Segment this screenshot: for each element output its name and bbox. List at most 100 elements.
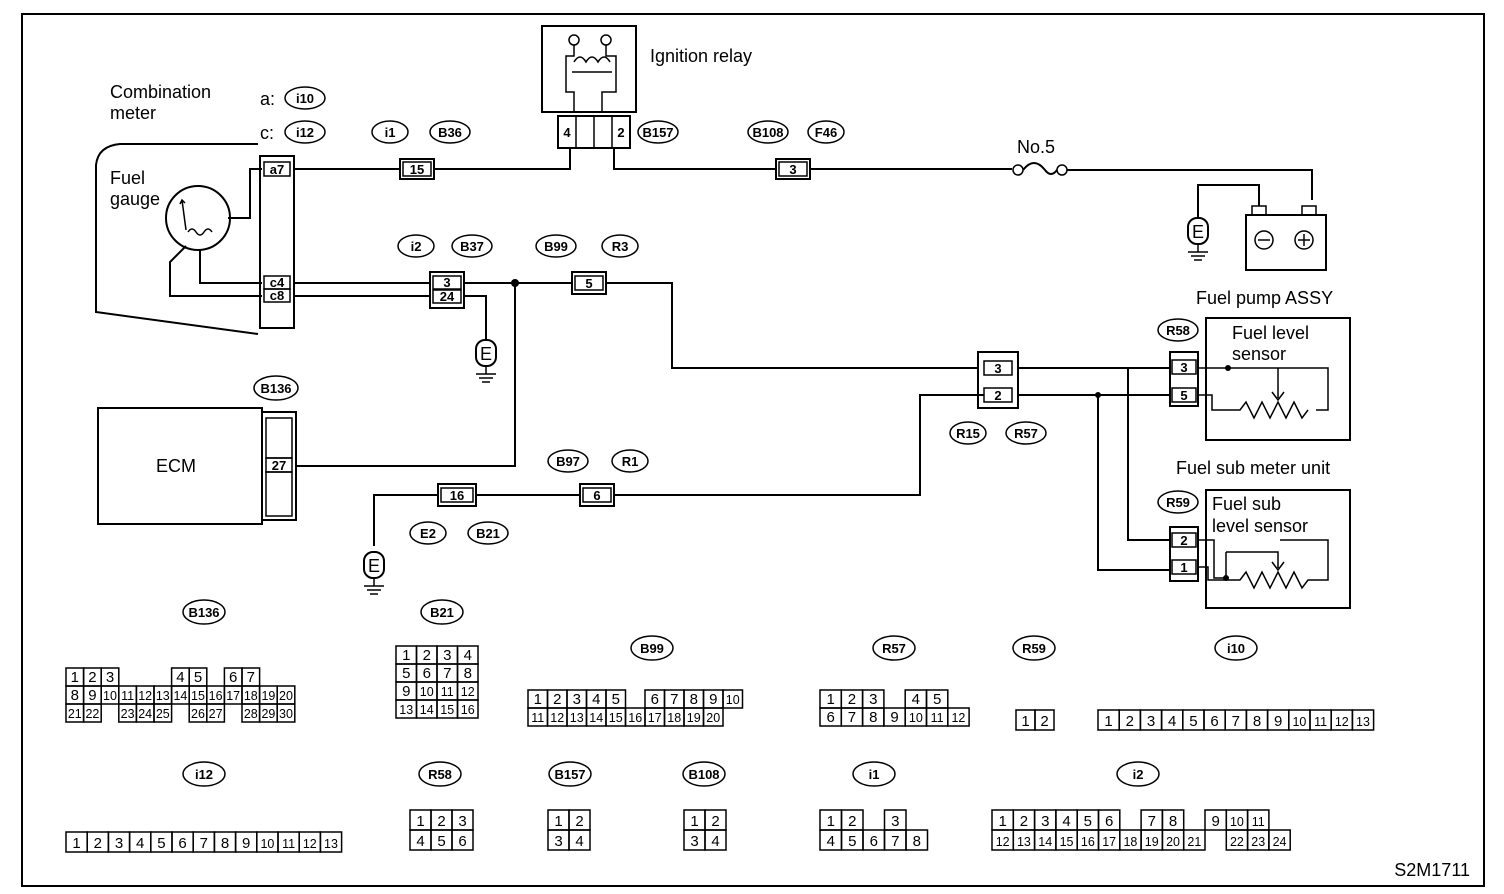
view-i2-pin: 5: [1084, 813, 1092, 830]
fuel-level-sensor-box: [1205, 317, 1351, 441]
fuel-level-wiper-icon: [1271, 368, 1285, 402]
pin-c8-box: [263, 288, 291, 303]
view-B157-cell: [568, 829, 591, 851]
view-B136-pin: 8: [71, 687, 79, 704]
tag-B108: B108: [752, 125, 783, 140]
tag-R15-oval: [949, 421, 987, 445]
tag-E2: E2: [420, 526, 436, 541]
tag-R3-oval: [601, 234, 639, 258]
view-B136-pin: 13: [156, 689, 170, 703]
tag-R59-oval: [1157, 490, 1199, 514]
view-i12-pin: 5: [157, 835, 165, 852]
view-i2-pin: 11: [1252, 815, 1265, 829]
view-B157-pin: 1: [554, 813, 562, 830]
view-B136-pin: 5: [194, 669, 202, 686]
view-i1-pin: 8: [913, 833, 921, 850]
pin-r59-1: 1: [1180, 560, 1187, 575]
view-B157-pin: 4: [575, 833, 583, 850]
tag-B37-oval: [451, 234, 493, 258]
tag-B99: B99: [544, 239, 568, 254]
relay-pin-4: 4: [563, 125, 571, 140]
fuse-no5-label: No.5: [1017, 137, 1055, 157]
fuse-icon: [1022, 162, 1058, 175]
pin-b99-5: 5: [585, 276, 592, 291]
combination-meter-label-line1: Combination: [110, 82, 211, 102]
view-B136-pin: 18: [244, 689, 258, 703]
view-i1-pin: 2: [848, 813, 856, 830]
tag-R58: R58: [1166, 323, 1190, 338]
view-B99-pin: 6: [651, 691, 659, 708]
view-B21-pin: 12: [461, 685, 475, 699]
view-B136-pin: 25: [156, 707, 170, 721]
view-i2-pin: 15: [1060, 835, 1074, 849]
view-tag-B108-oval: [682, 761, 726, 787]
view-B136-cell: [206, 703, 226, 723]
pin-b97-6: 6: [593, 488, 600, 503]
tag-E2-oval: [409, 521, 447, 545]
view-B99-pin: 15: [609, 711, 623, 725]
view-i10-pin: 11: [1314, 715, 1327, 729]
pin-i1-15: 15: [410, 162, 424, 177]
view-i10-pin: 10: [1292, 715, 1306, 729]
view-B21-pin: 1: [402, 647, 410, 664]
relay-coil-icon: [573, 56, 611, 64]
view-B108-pin: 3: [690, 833, 698, 850]
view-B136-pin: 30: [279, 707, 293, 721]
view-i10-pin: 5: [1189, 713, 1197, 730]
view-tag-R57-oval: [872, 635, 916, 661]
ignition-relay-label: Ignition relay: [650, 46, 752, 66]
view-B108-pin: 4: [711, 833, 719, 850]
view-R57-pin: 3: [869, 691, 877, 708]
view-i12-pin: 8: [221, 835, 229, 852]
tag-R1: R1: [622, 454, 639, 469]
view-i1-pin: 7: [891, 833, 899, 850]
tag-i1-oval: [371, 120, 409, 144]
view-i2-pin: 23: [1251, 835, 1265, 849]
view-tag-B99-oval: [630, 635, 674, 661]
pin-r15-3: 3: [994, 361, 1001, 376]
gauge-coil-icon: [179, 198, 213, 236]
view-tag-B136: B136: [188, 605, 219, 620]
fuel-sub-level-sensor-box: [1205, 489, 1351, 609]
pin-i2-3: 3: [443, 275, 450, 290]
view-B136-pin: 17: [226, 689, 240, 703]
view-i10-pin: 3: [1147, 713, 1155, 730]
view-B157-pin: 2: [575, 813, 583, 830]
ignition-relay-body: [541, 25, 637, 113]
view-B99-pin: 1: [534, 691, 542, 708]
view-i12-pin: 11: [282, 837, 295, 851]
pin-a7: a7: [270, 162, 284, 177]
pin-c4: c4: [270, 275, 285, 290]
view-B136-pin: 9: [88, 687, 96, 704]
view-B99-pin: 3: [573, 691, 581, 708]
view-i2-pin: 17: [1102, 835, 1116, 849]
view-R57-pin: 7: [848, 709, 856, 726]
view-tag-B21: B21: [430, 605, 454, 620]
tag-F46-oval: [807, 120, 845, 144]
view-B136-cell: [153, 703, 173, 723]
view-R57-pin: 11: [931, 711, 944, 725]
view-i10-pin: 4: [1168, 713, 1176, 730]
tag-F46: F46: [815, 125, 837, 140]
view-B99-pin: 12: [550, 711, 564, 725]
view-i12-pin: 3: [115, 835, 123, 852]
view-B136-pin: 7: [247, 669, 255, 686]
view-R57-pin: 9: [890, 709, 898, 726]
view-B21-pin: 4: [464, 647, 472, 664]
view-B157-pin: 3: [554, 833, 562, 850]
fuel-sub-resistor-icon: [1198, 539, 1329, 590]
view-i2-pin: 4: [1062, 813, 1070, 830]
view-R59-cell: [1034, 709, 1055, 731]
view-R59-pin: 2: [1040, 713, 1048, 730]
view-i2-pin: 2: [1020, 813, 1028, 830]
view-i10-pin: 6: [1210, 713, 1218, 730]
view-i1-pin: 6: [870, 833, 878, 850]
view-R57-pin: 2: [848, 691, 856, 708]
view-B21-pin: 14: [420, 703, 434, 717]
view-R57-pin: 8: [869, 709, 877, 726]
pin-r58-5: 5: [1180, 388, 1187, 403]
fuel-sub-level-sensor-label-line1: Fuel sub: [1212, 494, 1281, 514]
tag-i10-oval: [284, 86, 326, 110]
